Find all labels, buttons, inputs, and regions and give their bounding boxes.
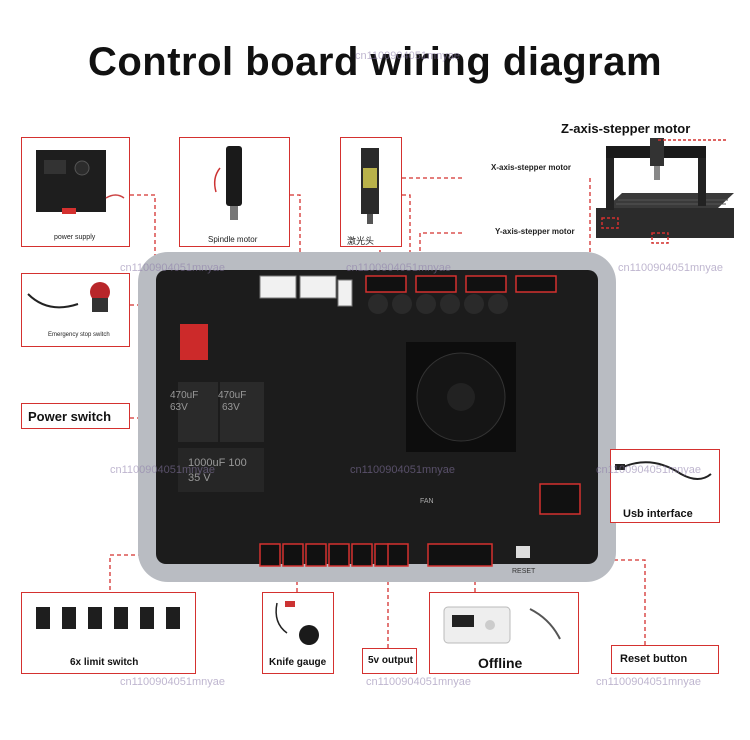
limit-label: 6x limit switch [70, 657, 139, 668]
watermark: cn1100904051mnyae [120, 262, 225, 274]
estop-image [27, 282, 110, 312]
fivev-label: 5v output [368, 655, 413, 666]
watermark: cn1100904051mnyae [120, 676, 225, 688]
laser-label: 激光头 [347, 237, 375, 247]
control-board-image [138, 252, 616, 582]
knife-label: Knife gauge [269, 657, 327, 668]
watermark: cn1100904051mnyae [355, 50, 460, 62]
limit-switch-image [36, 607, 180, 629]
cap2-voltage: 63V [222, 402, 240, 413]
power-supply-image [36, 150, 125, 214]
z-motor-label: Z-axis-stepper motor [561, 121, 691, 136]
cap3-label: 1000uF 100 [188, 457, 247, 469]
estop-label: Emergency stop switch [48, 332, 110, 338]
knife-gauge-box: Knife gauge [262, 592, 334, 674]
limit-switch-box: 6x limit switch [21, 592, 196, 674]
watermark: cn1100904051mnyae [596, 676, 701, 688]
spindle-motor-image [213, 146, 242, 220]
watermark: cn1100904051mnyae [366, 676, 471, 688]
watermark: cn1100904051mnyae [596, 464, 701, 476]
control-board: 470uF 63V 470uF 63V 1000uF 100 35 V FAN … [138, 252, 616, 582]
cap1-label: 470uF [170, 390, 199, 401]
knife-gauge-image [275, 601, 319, 645]
page-title: Control board wiring diagram [87, 40, 663, 84]
fivev-box: 5v output [362, 648, 417, 674]
cap3-voltage: 35 V [188, 472, 211, 484]
usb-label: Usb interface [623, 508, 693, 520]
watermark: cn1100904051mnyae [350, 464, 455, 476]
laser-head-image [361, 148, 379, 224]
spindle-label: Spindle motor [208, 235, 258, 244]
power-switch-label: Power switch [28, 409, 112, 424]
offline-box: Offline [429, 592, 579, 674]
usb-cable-image [615, 461, 712, 480]
reset-label: RESET [512, 568, 536, 575]
x-motor-label: X-axis-stepper motor [491, 163, 572, 172]
laser-head-box: 激光头 [340, 137, 402, 247]
watermark: cn1100904051mnyae [110, 464, 215, 476]
power-switch-box: Power switch [21, 403, 130, 429]
cap2-label: 470uF [218, 390, 247, 401]
fan-label: FAN [420, 498, 434, 505]
estop-box: Emergency stop switch [21, 273, 130, 347]
offline-controller-image [443, 606, 561, 644]
y-motor-label: Y-axis-stepper motor [495, 227, 575, 236]
power-supply-label: power supply [54, 234, 96, 241]
reset-button-box: Reset button [611, 645, 719, 674]
reset-button-label: Reset button [620, 653, 688, 665]
power-supply-box: power supply [21, 137, 130, 247]
spindle-motor-box: Spindle motor [179, 137, 290, 247]
usb-box: Usb interface [610, 449, 720, 523]
offline-label: Offline [478, 655, 523, 671]
cnc-machine-image [596, 138, 734, 244]
watermark: cn1100904051mnyae [618, 262, 723, 274]
watermark: cn1100904051mnyae [346, 262, 451, 274]
cap1-voltage: 63V [170, 402, 188, 413]
